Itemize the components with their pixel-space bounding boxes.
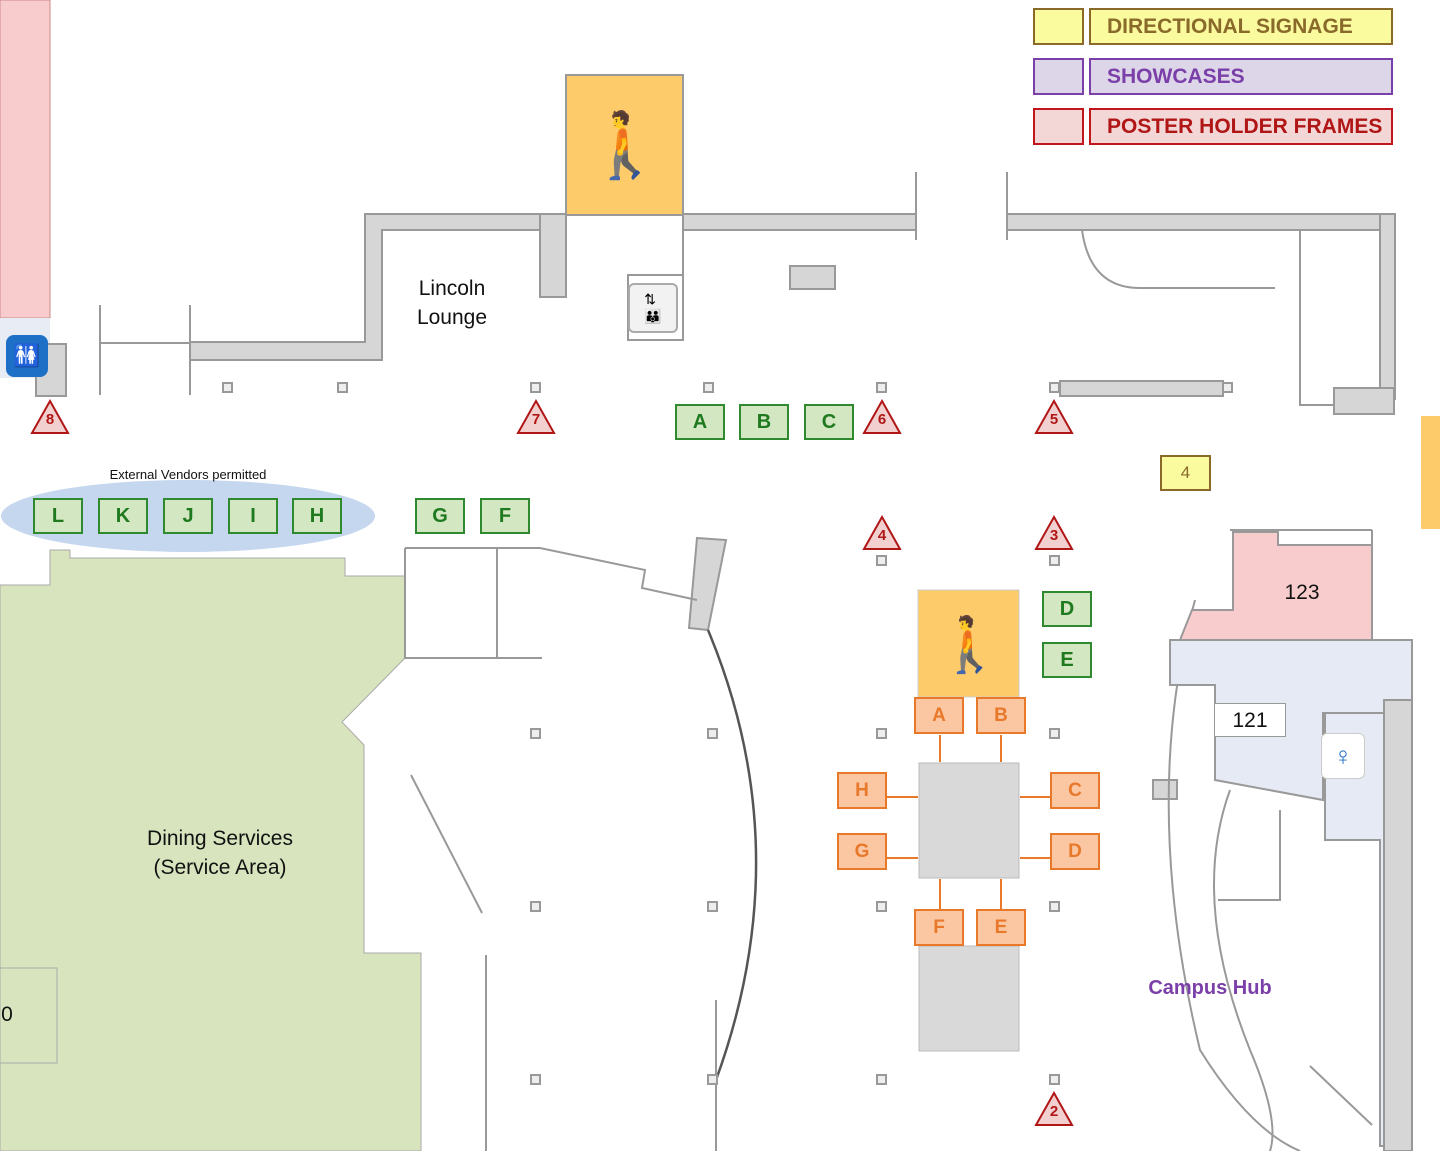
triangle-icon [1034, 515, 1074, 550]
room-label-campus-hub: Campus Hub [1148, 976, 1272, 999]
orange-spot-c[interactable]: C [1050, 772, 1100, 809]
poster-frame-number: 5 [1049, 411, 1059, 428]
vendor-note: External Vendors permitted [109, 466, 267, 482]
poster-frame-5[interactable]: 5 [1034, 399, 1074, 435]
legend-label-poster-frames: POSTER HOLDER FRAMES [1089, 108, 1393, 145]
showcase-spot-i[interactable]: I [228, 498, 278, 534]
poster-frame-3[interactable]: 3 [1034, 515, 1074, 551]
room-label-partial: 0 [1, 1002, 13, 1026]
directional-sign[interactable]: 4 [1160, 455, 1211, 491]
poster-frame-number: 7 [531, 411, 541, 428]
showcase-spot-c[interactable]: C [804, 404, 854, 440]
poster-frame-2[interactable]: 2 [1034, 1091, 1074, 1127]
orange-spot-e[interactable]: E [976, 909, 1026, 946]
room-name-line: Lincoln [418, 277, 486, 300]
triangle-icon [862, 515, 902, 550]
orange-spot-f[interactable]: F [914, 909, 964, 946]
stairs-icon: 🚶 [585, 108, 665, 181]
poster-frame-6[interactable]: 6 [862, 399, 902, 435]
showcase-spot-l[interactable]: L [33, 498, 83, 534]
legend-label-showcases: SHOWCASES [1089, 58, 1393, 95]
poster-zone [0, 0, 51, 319]
triangle-icon [1034, 399, 1074, 434]
room-name-line: (Service Area) [153, 856, 287, 879]
curved-wall [706, 629, 758, 1081]
poster-frame-7[interactable]: 7 [516, 399, 556, 435]
stairs-icon: 🚶 [936, 614, 1004, 675]
orange-spot-d[interactable]: D [1050, 833, 1100, 870]
room-name-line: Dining Services [147, 827, 293, 850]
room-label-121: 121 [1214, 703, 1286, 737]
showcase-spot-d[interactable]: D [1042, 591, 1092, 627]
poster-frame-8[interactable]: 8 [30, 399, 70, 435]
room-name-line: Lounge [416, 306, 488, 329]
poster-frame-number: 8 [45, 411, 55, 428]
triangle-icon [862, 399, 902, 434]
elevator-icon: ⇅👪 [628, 283, 678, 333]
showcase-spot-f[interactable]: F [480, 498, 530, 534]
poster-frame-4[interactable]: 4 [862, 515, 902, 551]
showcase-spot-k[interactable]: K [98, 498, 148, 534]
showcase-spot-j[interactable]: J [163, 498, 213, 534]
poster-frame-number: 3 [1049, 527, 1059, 544]
orange-spot-h[interactable]: H [837, 772, 887, 809]
legend-swatch-showcases [1033, 58, 1084, 95]
legend-label-directional-signage: DIRECTIONAL SIGNAGE [1089, 8, 1393, 45]
orange-spot-g[interactable]: G [837, 833, 887, 870]
orange-spot-a[interactable]: A [914, 697, 964, 734]
showcase-spot-e[interactable]: E [1042, 642, 1092, 678]
triangle-icon [1034, 1091, 1074, 1126]
legend-swatch-poster-frames [1033, 108, 1084, 145]
triangle-icon [30, 399, 70, 434]
triangle-icon [516, 399, 556, 434]
showcase-spot-g[interactable]: G [415, 498, 465, 534]
showcase-spot-b[interactable]: B [739, 404, 789, 440]
showcase-spot-h[interactable]: H [292, 498, 342, 534]
poster-frame-number: 6 [877, 411, 887, 428]
room-label-dining: Dining Services (Service Area) [110, 824, 330, 882]
poster-frame-number: 2 [1049, 1103, 1059, 1120]
orange-spot-b[interactable]: B [976, 697, 1026, 734]
room-label-123: 123 [1284, 580, 1320, 604]
legend-swatch-directional-signage [1033, 8, 1084, 45]
poster-frame-number: 4 [877, 527, 887, 544]
showcase-spot-a[interactable]: A [675, 404, 725, 440]
womens-restroom-icon: ♀ [1321, 733, 1365, 779]
restroom-icon: 🚻 [6, 335, 48, 377]
